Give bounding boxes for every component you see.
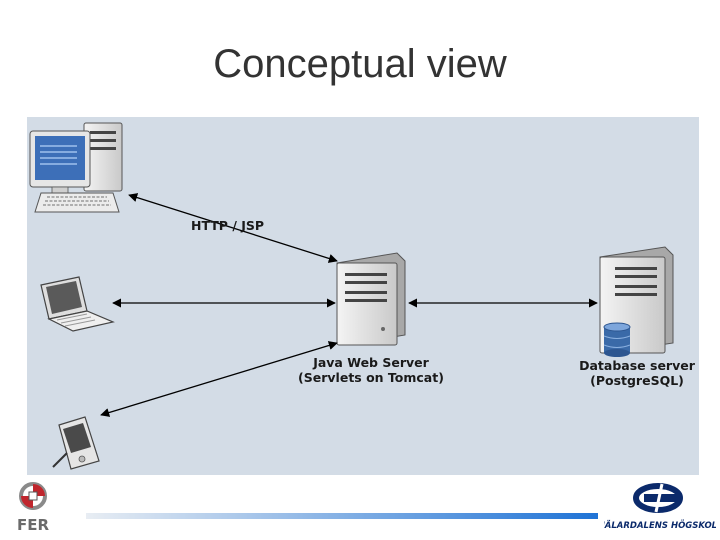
fer-logo: FER (17, 482, 49, 534)
web-server-label-line2: (Servlets on Tomcat) (298, 370, 444, 385)
desktop-computer-icon (29, 122, 123, 213)
mdh-logo-text: MÄLARDALENS HÖGSKOLA (604, 520, 716, 531)
footer-gradient-bar (86, 513, 598, 519)
fer-logo-text: FER (17, 516, 49, 534)
architecture-diagram: HTTP / JSP Java Web Server (Servlets on … (27, 117, 699, 475)
pda-icon (52, 416, 100, 470)
db-server-label-line1: Database server (579, 358, 696, 373)
web-server-icon (336, 252, 406, 346)
laptop-icon (40, 276, 115, 332)
desktop-connection-arrow (128, 193, 338, 263)
database-cylinder-icon (603, 322, 631, 357)
protocol-label: HTTP / JSP (191, 218, 264, 233)
mdh-logo: MÄLARDALENS HÖGSKOLA (604, 483, 716, 531)
pda-connection-arrow (100, 341, 338, 417)
db-server-label-line2: (PostgreSQL) (590, 373, 684, 388)
page-title: Conceptual view (213, 42, 507, 86)
web-server-label-line1: Java Web Server (312, 355, 429, 370)
